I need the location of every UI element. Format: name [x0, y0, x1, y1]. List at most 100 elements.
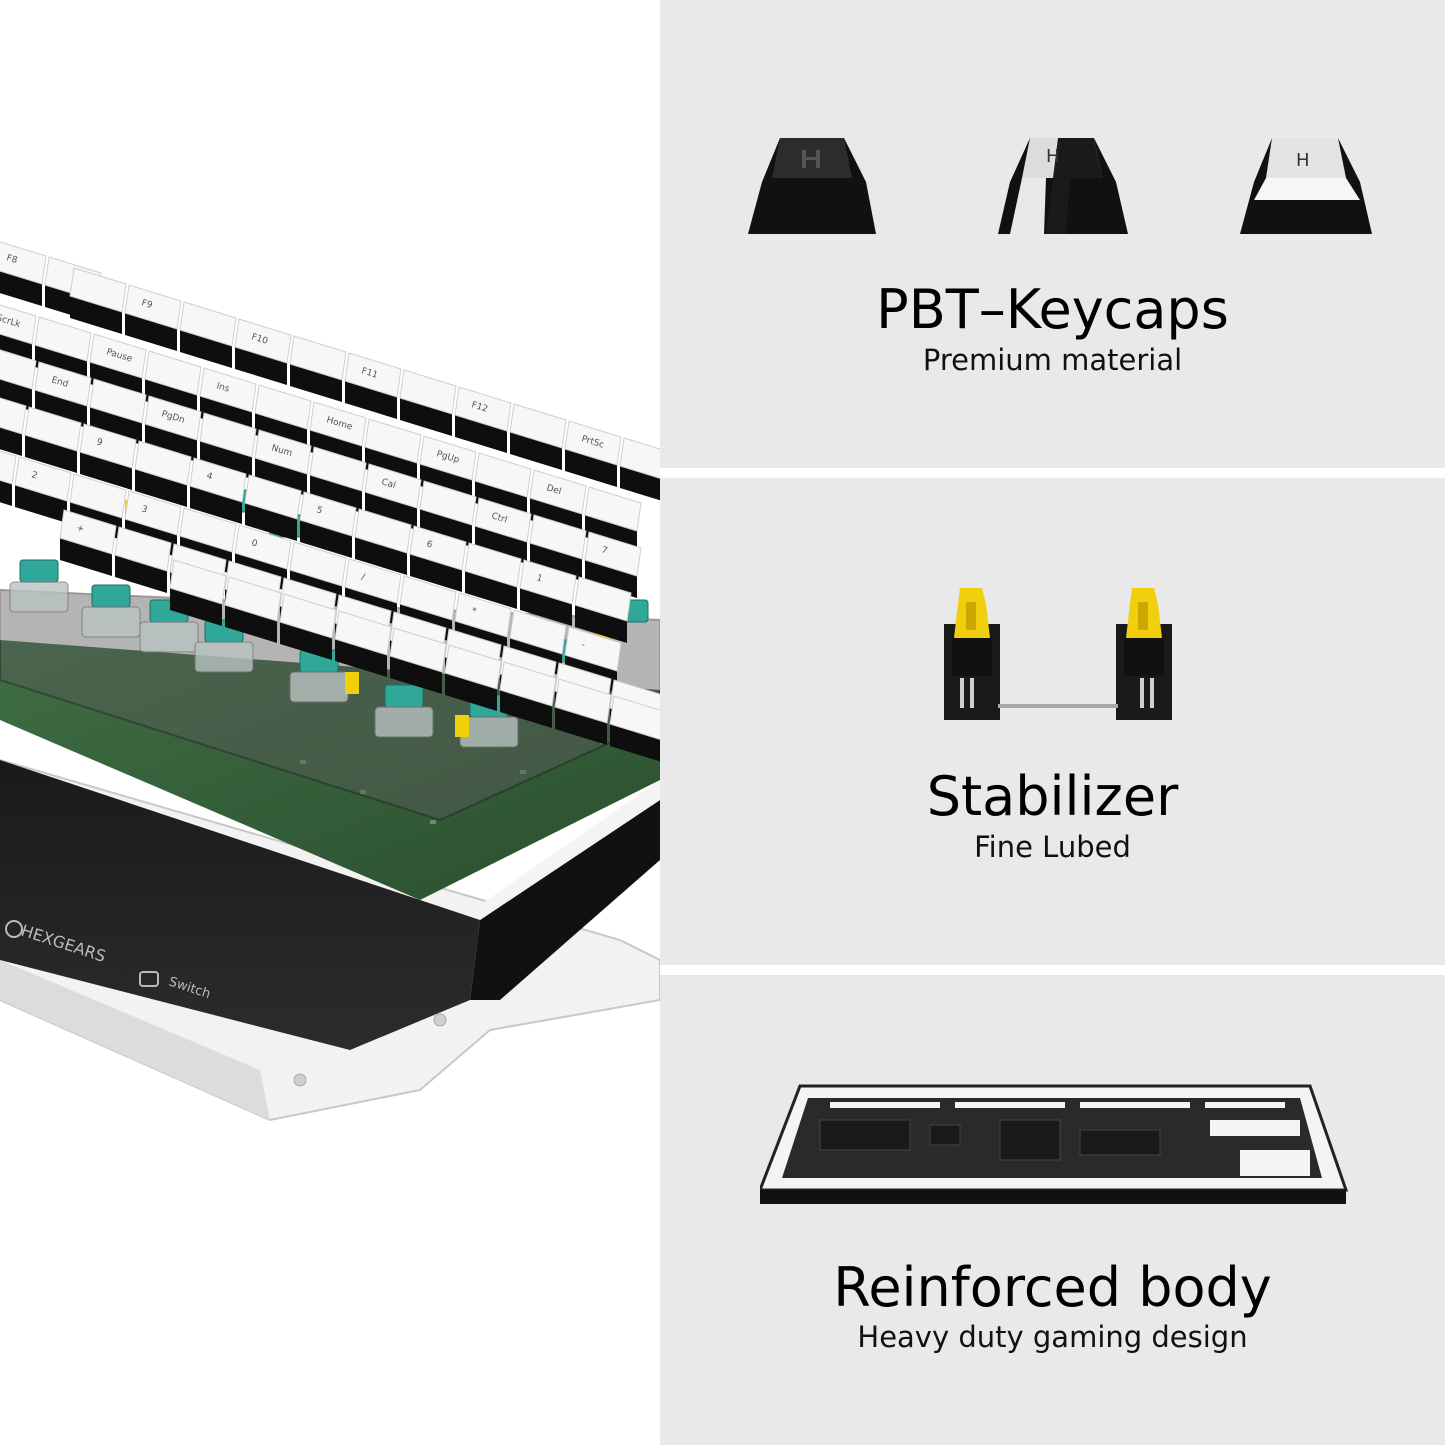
keycap [509, 403, 567, 470]
keycap-top [474, 497, 532, 543]
hex-logo-icon [5, 920, 23, 938]
keycap [419, 480, 477, 547]
keycap [554, 678, 612, 745]
keycap [89, 378, 147, 445]
keycap: 5 [299, 491, 357, 558]
keycap-top [529, 469, 587, 515]
keycap-top [169, 559, 227, 605]
keycap-legend: 5 [315, 505, 323, 516]
keycap: 4 [189, 457, 247, 524]
keycap-legend: 1 [535, 573, 543, 584]
keycap-side [455, 415, 507, 453]
keycap-side [575, 605, 627, 643]
keycap: F9 [124, 284, 182, 351]
keycap-legend: Ins [215, 381, 231, 394]
keycap-side [300, 520, 352, 558]
keycap-top [234, 318, 292, 364]
keycap-side [145, 424, 197, 462]
keycap-legend: * [470, 606, 478, 617]
keycap-top [464, 542, 522, 588]
keycap: Ctrl [474, 497, 532, 564]
keycap-legend: 4 [205, 471, 214, 482]
keycap-top [399, 369, 457, 415]
switch-logo-icon [139, 971, 159, 987]
keycap-top [34, 361, 92, 407]
keycap-legend: Del [545, 483, 562, 497]
keycaps-layer: F8F9F10F11F12PrtScScrLkPauseInsHomePgUpD… [0, 241, 660, 762]
keycap-top [409, 525, 467, 571]
keycap-top [0, 241, 47, 285]
keycap-legend: F9 [140, 298, 154, 311]
keycap-side [520, 588, 572, 626]
keycap [134, 440, 192, 507]
keycap-side [510, 432, 562, 470]
keycap-side [115, 555, 167, 593]
keycap-top [619, 437, 660, 479]
feature-title-stabilizer: Stabilizer [926, 765, 1179, 828]
keycap-top [244, 474, 302, 520]
keycap-side [80, 452, 132, 490]
keycap-side [125, 313, 177, 351]
keycap: F10 [234, 318, 292, 385]
keycap-top [199, 367, 257, 413]
keycap [199, 412, 257, 479]
keycap-legend: 2 [30, 470, 38, 481]
keycap [444, 644, 502, 711]
keycap-top [289, 335, 347, 381]
keycap-legend: 7 [600, 545, 608, 556]
keycap-top [89, 378, 147, 424]
keycap-top [0, 304, 37, 345]
keycap-side [235, 347, 287, 385]
keycap-top [354, 508, 412, 554]
keycap-top [79, 423, 137, 469]
keycap-side [225, 605, 277, 643]
keycap-legend: F10 [250, 332, 269, 347]
keycap: F8 [0, 241, 47, 306]
keycap [0, 450, 17, 506]
keycap: F11 [344, 352, 402, 419]
keycap [114, 526, 172, 593]
keycap-side [530, 543, 582, 581]
keycap-top [199, 412, 257, 458]
keycap-side [310, 475, 362, 513]
keycap-top [574, 576, 632, 622]
keycap-legend: 6 [425, 539, 434, 550]
keycap-top [144, 350, 202, 396]
keycap-side [170, 588, 222, 626]
keycap-side [365, 492, 417, 530]
keycap-top [564, 626, 622, 672]
keycap [529, 514, 587, 581]
keycap-legend: F8 [5, 253, 19, 266]
keycap-top [309, 446, 367, 492]
keycap-top [419, 480, 477, 526]
keycap-top [14, 456, 72, 502]
keycap-top [34, 316, 92, 362]
exploded-keyboard-illustration: HEXGEARS Switch [0, 0, 660, 1445]
stabilizer-icon [944, 588, 1172, 720]
keycap: End [34, 361, 92, 428]
keycap-side [390, 656, 442, 694]
keycap: PgDn [144, 395, 202, 462]
keyboard-case-icon [760, 1084, 1349, 1204]
keycap-top [0, 450, 17, 485]
keycap-legend: Ctrl [490, 511, 508, 525]
keycap-side [585, 560, 637, 598]
keycap: + [59, 509, 117, 576]
keycap: 1 [519, 559, 577, 626]
feature-title-keycaps: PBT–Keycaps [876, 278, 1229, 341]
keycap-top [24, 406, 82, 452]
keycap-top [144, 395, 202, 441]
keycap-side [70, 296, 122, 334]
keycap: PrtSc [564, 420, 622, 487]
keycap-top [89, 333, 147, 379]
feature-subtitle-keycaps: Premium material [922, 343, 1183, 377]
keycap [289, 335, 347, 402]
keycap-top [474, 452, 532, 498]
keycap-side [610, 724, 660, 762]
keycap-side [0, 271, 42, 306]
keycap-side [500, 690, 552, 728]
keycap-legend: 9 [95, 437, 104, 448]
keycap-top [59, 509, 117, 555]
keycap-top [189, 457, 247, 503]
keycap-top [124, 490, 182, 536]
